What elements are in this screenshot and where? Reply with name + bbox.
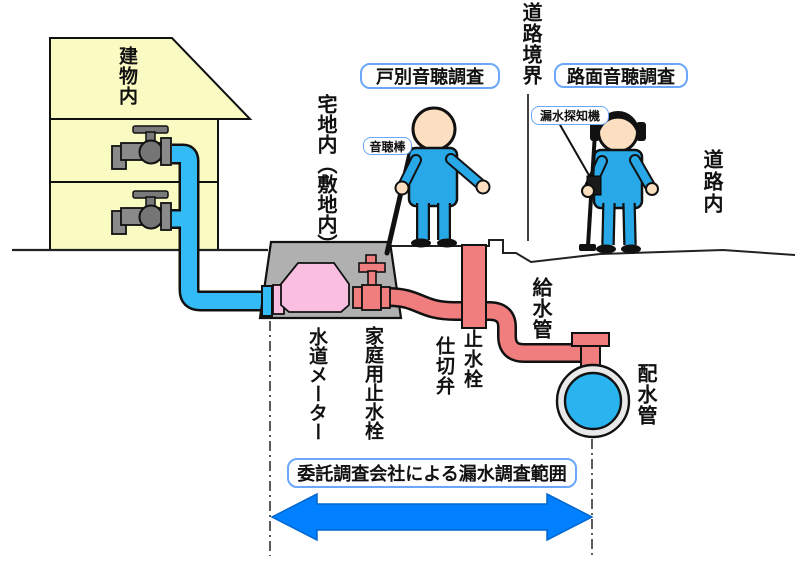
leak-detector-pointer xyxy=(558,122,591,178)
worker-door-survey xyxy=(394,106,491,248)
premises-label: 宅地内（敷地内） xyxy=(314,94,336,254)
leak-detector-callout: 漏水探知機 xyxy=(531,106,609,125)
household-valve-label: 家庭用止水栓 xyxy=(361,326,383,440)
survey-range-arrow xyxy=(270,492,594,542)
survey-range-callout: 委託調査会社による漏水調査範囲 xyxy=(287,458,577,488)
gate-valve-label: 仕切弁 xyxy=(432,336,454,396)
distribution-main xyxy=(555,332,631,439)
distribution-pipe-label: 配水管 xyxy=(634,363,656,426)
road-survey-callout: 路面音聴調査 xyxy=(554,63,688,88)
listening-stick-callout: 音聴棒 xyxy=(363,137,412,155)
water-meter xyxy=(261,262,350,317)
ground-line-right xyxy=(391,239,796,264)
household-stop-valve-figure xyxy=(352,254,391,311)
service-pipe xyxy=(387,287,588,363)
building-label: 建物内 xyxy=(115,46,137,106)
water-meter-label: 水道メーター xyxy=(305,327,327,441)
road-boundary-label: 道路境界 xyxy=(519,2,541,86)
worker-road-survey xyxy=(579,111,659,254)
stop-valve-label: 止水栓 xyxy=(460,329,482,389)
faucet-lower xyxy=(111,190,172,235)
supply-pipe-label: 給水管 xyxy=(529,277,551,340)
road-label: 道路内 xyxy=(700,149,722,215)
faucet-upper xyxy=(111,125,172,170)
stop-valve-riser xyxy=(461,244,487,329)
door-survey-callout: 戸別音聴調査 xyxy=(360,63,500,89)
